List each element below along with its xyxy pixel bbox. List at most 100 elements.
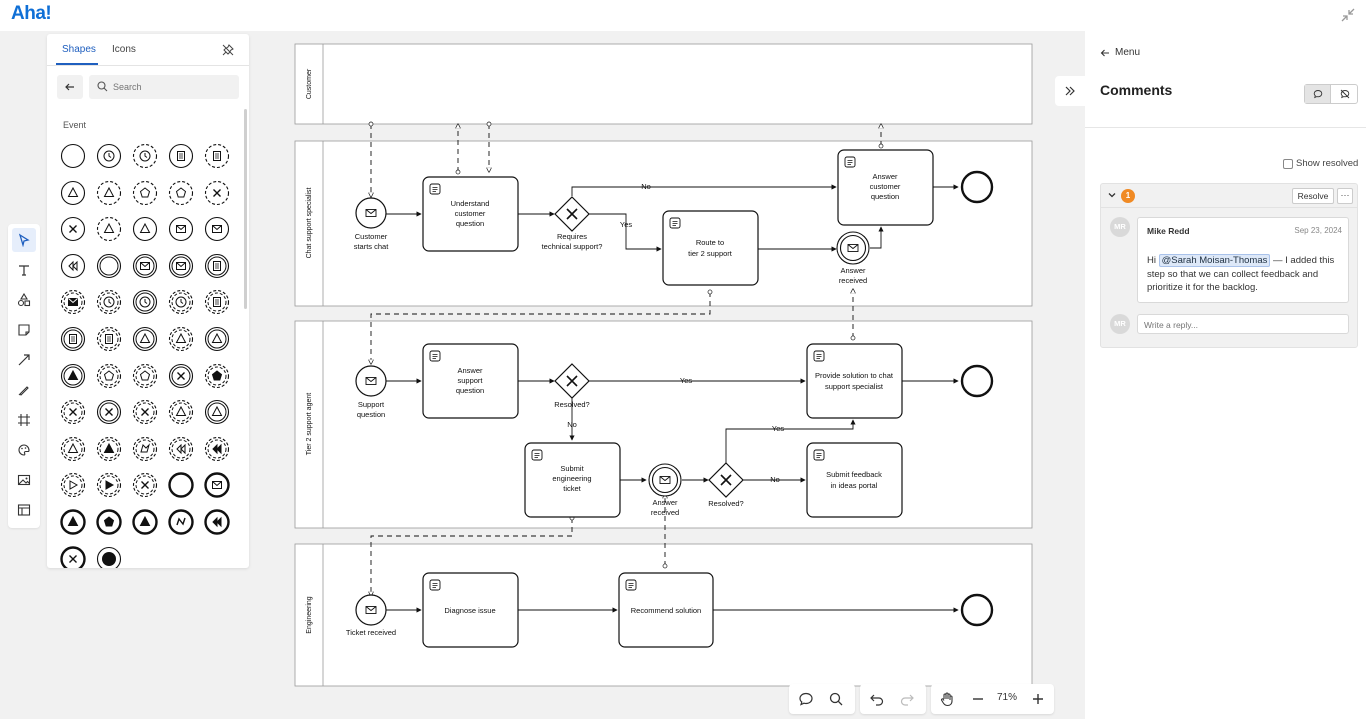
compensation-event-icon[interactable] <box>203 508 231 536</box>
escalation-event-icon[interactable] <box>59 362 87 390</box>
escalation-event-icon[interactable] <box>203 398 231 426</box>
event-circle-icon[interactable] <box>167 508 195 536</box>
event-circle-icon[interactable] <box>95 252 123 280</box>
end-event[interactable] <box>960 593 994 627</box>
task-provide-solution[interactable]: Provide solution to chat support special… <box>806 343 903 419</box>
cancel-event-icon[interactable] <box>59 215 87 243</box>
task-answer-customer[interactable]: Answer customer question <box>837 149 934 226</box>
event-answer-received-2[interactable]: Answer received <box>648 463 682 517</box>
hide-comments-toggle[interactable] <box>1332 85 1358 103</box>
menu-link[interactable]: Menu <box>1115 47 1141 58</box>
event-ticket-received[interactable]: Ticket received <box>346 594 396 637</box>
escalation-event-icon[interactable] <box>167 325 195 353</box>
escalation-event-icon[interactable] <box>167 398 195 426</box>
connector-tool[interactable] <box>12 348 36 372</box>
reply-input[interactable] <box>1144 318 1340 332</box>
task-diagnose[interactable]: Diagnose issue <box>422 572 519 648</box>
show-comments-toggle[interactable] <box>1305 85 1331 103</box>
cancel-event-icon[interactable] <box>95 398 123 426</box>
conditional-event-icon[interactable] <box>203 142 231 170</box>
conditional-event-icon[interactable] <box>167 142 195 170</box>
task-submit-feedback[interactable]: Submit feedback in ideas portal <box>806 442 903 518</box>
escalation-event-icon[interactable] <box>203 325 231 353</box>
message-event-icon[interactable] <box>167 215 195 243</box>
escalation-event-icon[interactable] <box>95 179 123 207</box>
gateway-resolved-2[interactable]: Resolved? <box>708 462 744 508</box>
chevron-down-icon[interactable] <box>1107 190 1117 200</box>
cancel-event-icon[interactable] <box>131 471 159 499</box>
task-submit-engineering[interactable]: Submit engineering ticket <box>524 442 621 518</box>
timer-event-icon[interactable] <box>131 288 159 316</box>
end-event[interactable] <box>960 170 994 204</box>
redo-icon[interactable] <box>899 691 915 707</box>
multiple-event-icon[interactable] <box>131 179 159 207</box>
event-circle-icon[interactable] <box>167 471 195 499</box>
frame-tool[interactable] <box>12 408 36 432</box>
task-recommend[interactable]: Recommend solution <box>618 572 714 648</box>
cancel-event-icon[interactable] <box>59 398 87 426</box>
user-mention[interactable]: @Sarah Moisan-Thomas <box>1158 254 1271 267</box>
multiple-event-icon[interactable] <box>95 362 123 390</box>
escalation-event-icon[interactable] <box>95 435 123 463</box>
aha-logo[interactable]: Aha! <box>11 3 52 24</box>
message-event-icon[interactable] <box>203 215 231 243</box>
undo-icon[interactable] <box>869 691 885 707</box>
zoom-in-icon[interactable] <box>1030 691 1046 707</box>
conditional-event-icon[interactable] <box>203 288 231 316</box>
image-tool[interactable] <box>12 468 36 492</box>
escalation-event-icon[interactable] <box>59 179 87 207</box>
message-event-icon[interactable] <box>167 252 195 280</box>
timer-event-icon[interactable] <box>131 142 159 170</box>
zoom-out-icon[interactable] <box>970 691 986 707</box>
back-button[interactable] <box>57 75 83 99</box>
resolve-button[interactable]: Resolve <box>1292 188 1334 204</box>
cancel-event-icon[interactable] <box>203 179 231 207</box>
hand-icon[interactable] <box>939 691 955 707</box>
palette-tool[interactable] <box>12 438 36 462</box>
shapes-tool[interactable] <box>12 288 36 312</box>
multiple-event-icon[interactable] <box>167 179 195 207</box>
event-circle-icon[interactable] <box>131 435 159 463</box>
tab-icons[interactable]: Icons <box>112 44 136 55</box>
show-resolved-label[interactable]: Show resolved <box>1296 158 1359 169</box>
collapse-icon[interactable] <box>1340 7 1356 23</box>
zoom-search-icon[interactable] <box>828 691 844 707</box>
conditional-event-icon[interactable] <box>59 325 87 353</box>
event-circle-icon[interactable] <box>59 142 87 170</box>
compensation-event-icon[interactable] <box>59 252 87 280</box>
event-support-question[interactable]: Support question <box>355 365 387 419</box>
compensation-event-icon[interactable] <box>167 435 195 463</box>
timer-event-icon[interactable] <box>167 288 195 316</box>
message-event-icon[interactable] <box>203 471 231 499</box>
bpmn-diagram[interactable]: Customer Chat support specialist Tier 2 … <box>280 31 1050 691</box>
escalation-event-icon[interactable] <box>95 215 123 243</box>
event-circle-icon[interactable] <box>95 545 123 568</box>
collapse-panel-button[interactable] <box>1055 76 1085 106</box>
multiple-event-icon[interactable] <box>203 362 231 390</box>
task-understand[interactable]: Understand customer question <box>422 176 519 252</box>
panel-scrollbar[interactable] <box>244 109 247 309</box>
cancel-event-icon[interactable] <box>131 398 159 426</box>
gateway-resolved-1[interactable]: Resolved? <box>554 363 590 409</box>
more-options-button[interactable]: ··· <box>1337 188 1353 204</box>
end-event[interactable] <box>960 364 994 398</box>
cancel-event-icon[interactable] <box>59 545 87 568</box>
select-tool[interactable] <box>12 228 36 252</box>
show-resolved-checkbox[interactable] <box>1283 159 1293 169</box>
comment-icon[interactable] <box>798 691 814 707</box>
text-tool[interactable] <box>12 258 36 282</box>
multiple-event-icon[interactable] <box>131 362 159 390</box>
escalation-event-icon[interactable] <box>131 325 159 353</box>
conditional-event-icon[interactable] <box>203 252 231 280</box>
event-circle-icon[interactable] <box>95 471 123 499</box>
gateway-requires-support[interactable]: Requires technical support? <box>542 196 603 251</box>
escalation-event-icon[interactable] <box>59 508 87 536</box>
event-circle-icon[interactable] <box>59 471 87 499</box>
event-customer-starts[interactable]: Customer starts chat <box>354 197 390 251</box>
task-answer-support[interactable]: Answer support question <box>422 343 519 419</box>
lane-customer[interactable]: Customer <box>294 43 1033 125</box>
event-answer-received-1[interactable]: Answer received <box>836 231 870 285</box>
unpin-icon[interactable] <box>221 43 235 57</box>
timer-event-icon[interactable] <box>95 142 123 170</box>
pen-tool[interactable] <box>12 378 36 402</box>
